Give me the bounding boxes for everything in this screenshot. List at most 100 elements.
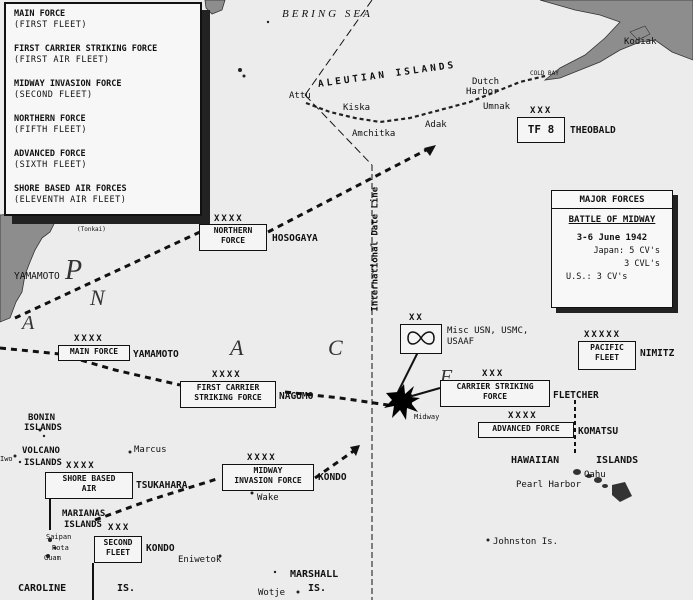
misc-label-2: USAAF	[447, 337, 475, 347]
legend-panel: MAIN FORCE(FIRST FLEET) FIRST CARRIER ST…	[4, 2, 202, 216]
pacific-fleet-line-1: PACIFIC	[590, 343, 624, 352]
japan-cvl-row: 3 CVL's	[552, 259, 672, 269]
legend-item-name: SHORE BASED AIR FORCES	[14, 184, 127, 194]
legend-item-sub: (FIFTH FLEET)	[14, 125, 88, 135]
invasion-force-box: MIDWAY INVASION FORCE	[222, 464, 314, 491]
legend-item-name: ADVANCED FORCE	[14, 149, 86, 159]
japan-landmass	[0, 211, 56, 323]
us-cv: 3 CV's	[596, 272, 628, 282]
bonin-label-2: ISLANDS	[24, 423, 62, 433]
caroline-label-2: IS.	[117, 583, 136, 594]
wake-label: Wake	[257, 493, 279, 503]
japan-north	[204, 0, 226, 15]
major-forces-title: MAJOR FORCES	[552, 191, 672, 209]
volcano-label: VOLCANO	[22, 446, 60, 456]
northern-force-commander: HOSOGAYA	[272, 233, 318, 244]
us-carrier-box: CARRIER STRIKING FORCE	[440, 380, 550, 407]
marcus-label: Marcus	[134, 445, 167, 455]
advanced-force-box: ADVANCED FORCE	[478, 422, 574, 438]
northern-force-box: NORTHERN FORCE	[199, 224, 267, 251]
force-stems	[49, 498, 94, 600]
eniwetok-label: Eniwetok	[178, 555, 222, 565]
pacific-letter-n: N	[90, 285, 105, 310]
pacific-letter-p: P	[65, 255, 83, 286]
legend-item-sub: (SIXTH FLEET)	[14, 160, 88, 170]
misc-echelon: XX	[409, 313, 424, 323]
legend-item: FIRST CARRIER STRIKING FORCE(FIRST AIR F…	[14, 44, 192, 66]
major-forces-panel: MAJOR FORCES BATTLE OF MIDWAY 3-6 June 1…	[551, 190, 673, 308]
dutch-label: Dutch	[472, 77, 500, 87]
legend-item-sub: (SECOND FLEET)	[14, 90, 93, 100]
kodiak-island	[629, 25, 651, 41]
tf8-echelon: XXX	[530, 106, 553, 116]
midway-burst	[384, 384, 420, 420]
tonkai-label: (Tonkai)	[77, 226, 106, 233]
shore-air-line-1: SHORE BASED	[62, 474, 116, 483]
shore-air-line-2: AIR	[81, 484, 97, 493]
marianas-label: MARIANAS	[62, 509, 106, 519]
advanced-force-commander: KOMATSU	[578, 426, 619, 437]
legend-item-sub: (FIRST FLEET)	[14, 20, 88, 30]
legend-item-sub: (ELEVENTH AIR FLEET)	[14, 195, 127, 205]
northern-force-line-2: FORCE	[220, 236, 246, 245]
yamamoto-left-label: YAMAMOTO	[14, 271, 60, 282]
legend-item-name: FIRST CARRIER STRIKING FORCE	[14, 44, 158, 54]
main-force-commander: YAMAMOTO	[133, 349, 179, 360]
second-fleet-line-2: FLEET	[105, 548, 131, 557]
hawaiian-islands	[573, 469, 632, 502]
pearl-harbor-label: Pearl Harbor	[516, 480, 582, 490]
us-row: U.S.: 3 CV's	[552, 272, 672, 282]
invasion-force-echelon: XXXX	[247, 453, 277, 463]
major-forces-subtitle: BATTLE OF MIDWAY	[568, 215, 656, 225]
tf8-commander: THEOBALD	[570, 125, 616, 136]
japanese-routes	[0, 146, 431, 522]
saipan-label: Saipan	[46, 533, 72, 541]
kodiak-label: Kodiak	[624, 37, 657, 47]
aleutian-chain	[305, 74, 546, 124]
infinity-icon	[407, 331, 435, 345]
northern-force-echelon: XXXX	[214, 214, 244, 224]
us-carrier-commander: FLETCHER	[553, 390, 599, 401]
misc-label-1: Misc USN, USMC,	[447, 326, 529, 336]
major-forces-dates: 3-6 June 1942	[576, 233, 648, 243]
legend-item: SHORE BASED AIR FORCES(ELEVENTH AIR FLEE…	[14, 184, 192, 206]
main-force-line-1: MAIN FORCE	[69, 347, 119, 356]
attu-label: Attu	[289, 91, 311, 101]
legend-item-sub: (FIRST AIR FLEET)	[14, 55, 110, 65]
second-fleet-commander: KONDO	[146, 543, 175, 554]
legend-item: MAIN FORCE(FIRST FLEET)	[14, 9, 192, 31]
midway-label: Midway	[414, 413, 440, 421]
carrier-force-echelon: XXXX	[212, 370, 242, 380]
marianas-label-2: ISLANDS	[64, 520, 102, 530]
wotje-label: Wotje	[258, 588, 286, 598]
johnston-label: Johnston Is.	[493, 537, 559, 547]
pacific-fleet-echelon: XXXXX	[584, 330, 622, 340]
marshall-label: MARSHALL	[290, 569, 339, 580]
pacific-islands	[13, 20, 490, 594]
alaska-landmass	[539, 0, 693, 81]
main-force-echelon: XXXX	[74, 334, 104, 344]
pacific-letter-a2: A	[230, 335, 244, 360]
pacific-letter-a: A	[22, 312, 35, 334]
date-line-north	[304, 0, 373, 96]
invasion-force-commander: KONDO	[318, 472, 347, 483]
second-fleet-echelon: XXX	[108, 523, 131, 533]
japan-cvl: 3 CVL's	[624, 259, 660, 269]
pacific-fleet-box: PACIFIC FLEET	[578, 341, 636, 370]
tf8-line-1: TF 8	[527, 123, 555, 136]
legend-item-name: MIDWAY INVASION FORCE	[14, 79, 122, 89]
legend-item: MIDWAY INVASION FORCE(SECOND FLEET)	[14, 79, 192, 101]
kiska-label: Kiska	[343, 103, 371, 113]
bonin-label: BONIN	[28, 413, 56, 423]
pacific-letter-c: C	[328, 335, 343, 360]
legend-item-name: MAIN FORCE	[14, 9, 66, 19]
second-fleet-line-1: SECOND	[103, 538, 133, 547]
rota-label: Rota	[52, 544, 69, 552]
advanced-force-echelon: XXXX	[508, 411, 538, 421]
japan-row: Japan: 5 CV's	[552, 246, 672, 256]
misc-box	[400, 324, 442, 354]
amchitka-label: Amchitka	[352, 129, 396, 139]
advanced-force-line-1: ADVANCED FORCE	[492, 424, 560, 433]
umnak-label: Umnak	[483, 102, 511, 112]
invasion-force-line-2: INVASION FORCE	[234, 476, 302, 485]
